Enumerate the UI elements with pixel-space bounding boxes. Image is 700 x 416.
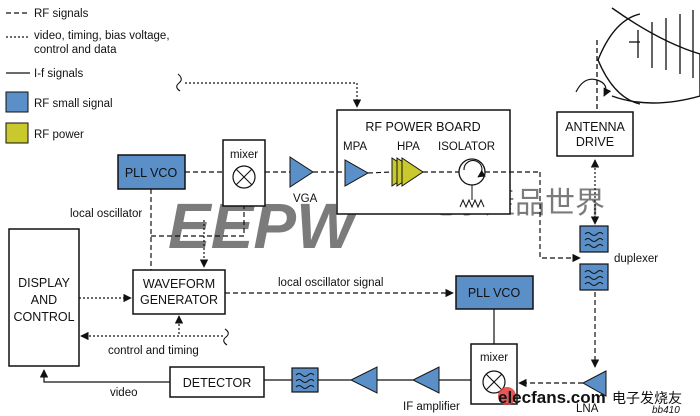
detector-label: DETECTOR: [183, 376, 252, 390]
elecfans-watermark: elecfans.com 电子发烧友: [498, 387, 682, 407]
pll-vco-top-block: [117, 154, 186, 190]
lna-amplifier-icon: [581, 370, 607, 397]
hpa-amplifier-icon: [391, 157, 424, 187]
if-filter-icon: [291, 367, 319, 393]
local-oscillator-label: local oscillator: [70, 208, 142, 220]
display-line1: DISPLAY: [18, 276, 71, 290]
mixer-top-label: mixer: [230, 149, 258, 161]
antenna-drive-line1: ANTENNA: [565, 120, 625, 134]
legend-rf-small: RF small signal: [34, 98, 113, 110]
legend: RF signals video, timing, bias voltage, …: [5, 8, 170, 144]
elecfans-cn-text: 电子发烧友: [612, 390, 682, 406]
if-amplifier-1-icon: [411, 366, 440, 394]
figure-id: bb410: [652, 405, 680, 416]
legend-video-line2: control and data: [34, 44, 117, 56]
local-oscillator-signal-label: local oscillator signal: [278, 277, 383, 289]
pll-vco-bottom-block: [455, 275, 534, 310]
duplexer-label: duplexer: [614, 253, 658, 265]
mpa-label: MPA: [343, 141, 367, 153]
mixer-bottom-icon: [482, 370, 506, 394]
video-label: video: [110, 387, 138, 399]
display-line3: CONTROL: [13, 310, 74, 324]
vga-amplifier-icon: [289, 156, 314, 188]
legend-video-line1: video, timing, bias voltage,: [34, 30, 170, 42]
if-amplifier-label: IF amplifier: [403, 401, 460, 413]
waveform-generator-block: [132, 269, 226, 315]
waveform-line2: GENERATOR: [140, 293, 218, 307]
mpa-amplifier-icon: [344, 159, 370, 187]
mixer-bottom-label: mixer: [480, 352, 508, 364]
legend-rf-signals: RF signals: [34, 8, 89, 20]
detector-block: [169, 366, 265, 398]
antenna-drive-line2: DRIVE: [576, 135, 614, 149]
legend-if-signals: I-f signals: [34, 68, 83, 80]
rotation-arrow-icon: [575, 78, 612, 97]
waveform-line1: WAVEFORM: [143, 277, 215, 291]
isolator-label: ISOLATOR: [438, 141, 495, 153]
legend-rf-power: RF power: [34, 129, 84, 141]
control-input-icon: [223, 328, 229, 346]
hpa-label: HPA: [397, 141, 420, 153]
display-control-block: [8, 228, 80, 367]
mixer-top-icon: [232, 165, 256, 189]
duplexer-block: [579, 225, 609, 291]
pll-vco-bottom-label: PLL VCO: [468, 286, 521, 300]
rf-power-board-title: RF POWER BOARD: [365, 120, 480, 134]
elecfans-logo: elecfans.com: [498, 388, 606, 407]
control-and-timing-label: control and timing: [108, 345, 199, 357]
legend-rf-power-swatch: [5, 122, 29, 144]
lna-label: LNA: [576, 403, 599, 415]
display-line2: AND: [31, 293, 57, 307]
external-input-icon: [176, 73, 182, 92]
antenna-icon: [575, 7, 700, 110]
antenna-drive-block: [556, 111, 634, 157]
legend-rf-small-swatch: [5, 91, 29, 113]
pll-vco-top-label: PLL VCO: [125, 166, 178, 180]
vga-label: VGA: [293, 193, 318, 205]
if-amplifier-2-icon: [349, 366, 378, 394]
